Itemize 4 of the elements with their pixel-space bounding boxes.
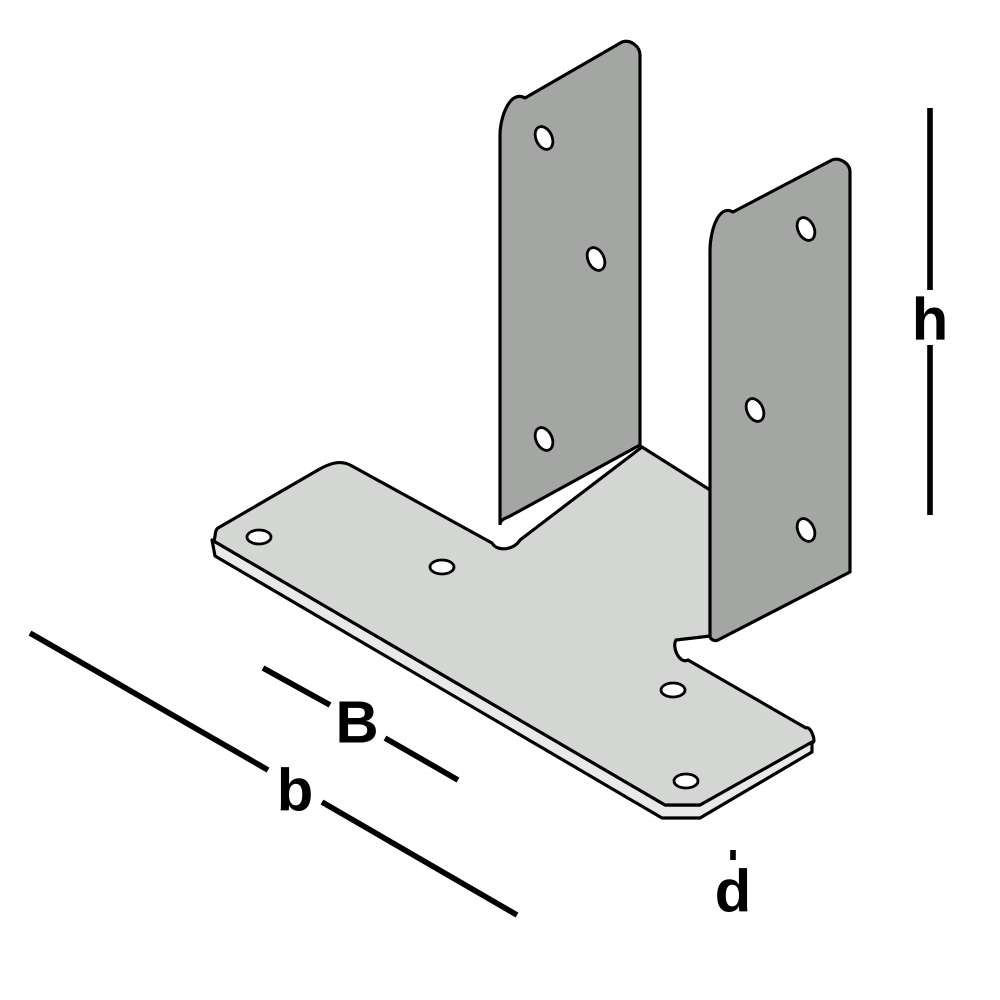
dimension-label: B [339,701,376,743]
dimension-label: h [916,296,945,340]
dimension-label: b [280,767,311,811]
dimension-label: d [717,868,748,912]
